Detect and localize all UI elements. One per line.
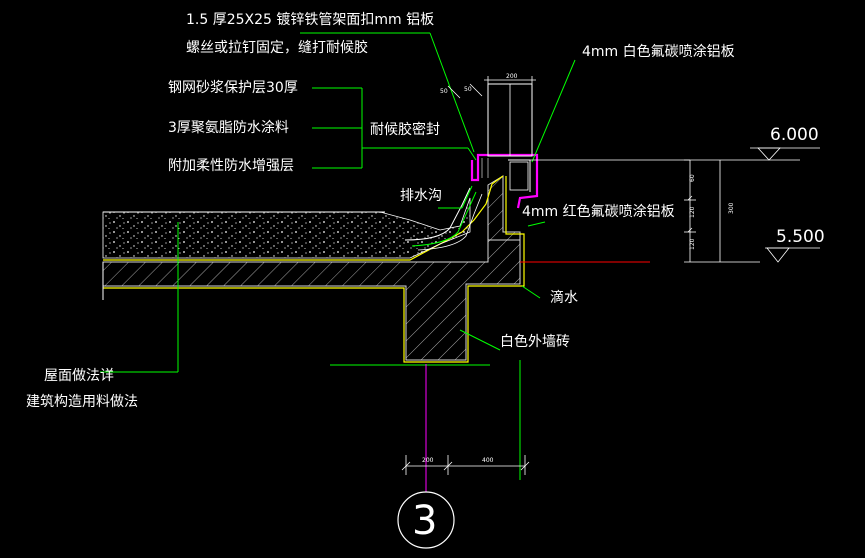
- dim-slope-1: 50: [464, 86, 472, 93]
- white-panel-label: 4mm 白色氟碳喷涂铝板: [582, 43, 735, 60]
- elevation-upper: 6.000: [770, 125, 819, 145]
- sealant-label: 耐候胶密封: [370, 121, 440, 138]
- detail-number-circle: [397, 491, 455, 549]
- layer-3-label: 附加柔性防水增强层: [168, 158, 294, 174]
- aluminum-coping: [470, 153, 539, 209]
- dimension-marks: [401, 83, 760, 475]
- roof-slab: [102, 175, 525, 363]
- dim-vert-total: 300: [728, 202, 735, 214]
- dim-slope-2: 50: [440, 88, 448, 95]
- leader-lines: [100, 32, 576, 480]
- top-note-1: 1.5 厚25X25 镀锌铁管架面扣mm 铝板: [186, 11, 434, 28]
- detail-number: 3: [412, 498, 437, 544]
- roof-note-2: 建筑构造用料做法: [26, 394, 138, 410]
- dim-vert-3: 120: [689, 238, 696, 250]
- dim-bottom-right: 400: [482, 457, 494, 464]
- dim-top-width: 200: [506, 73, 518, 80]
- mortar-protection-layer: [102, 197, 471, 259]
- gutter-membrane: [404, 187, 483, 251]
- dim-vert-1: 60: [689, 174, 696, 182]
- elevation-marker-upper: [750, 147, 820, 161]
- tile-label: 白色外墙砖: [500, 333, 570, 350]
- elevation-lower: 5.500: [776, 227, 825, 247]
- steel-frame: [484, 76, 536, 157]
- dim-bottom-left: 200: [422, 457, 434, 464]
- drip-label: 滴水: [550, 289, 578, 306]
- dim-vert-2: 120: [689, 206, 696, 218]
- layer-1-label: 钢网砂浆保护层30厚: [168, 80, 298, 96]
- layer-2-label: 3厚聚氨脂防水涂料: [168, 120, 289, 136]
- red-panel-label: 4mm 红色氟碳喷涂铝板: [522, 203, 675, 220]
- gutter-label: 排水沟: [400, 188, 442, 204]
- roof-note-1: 屋面做法详: [44, 368, 114, 384]
- elevation-marker-lower: [765, 247, 820, 263]
- top-note-2: 螺丝或拉钉固定，缝打耐候胶: [186, 39, 368, 56]
- annotation-text: 1.5 厚25X25 镀锌铁管架面扣mm 铝板 螺丝或拉钉固定，缝打耐候胶 4m…: [26, 11, 825, 544]
